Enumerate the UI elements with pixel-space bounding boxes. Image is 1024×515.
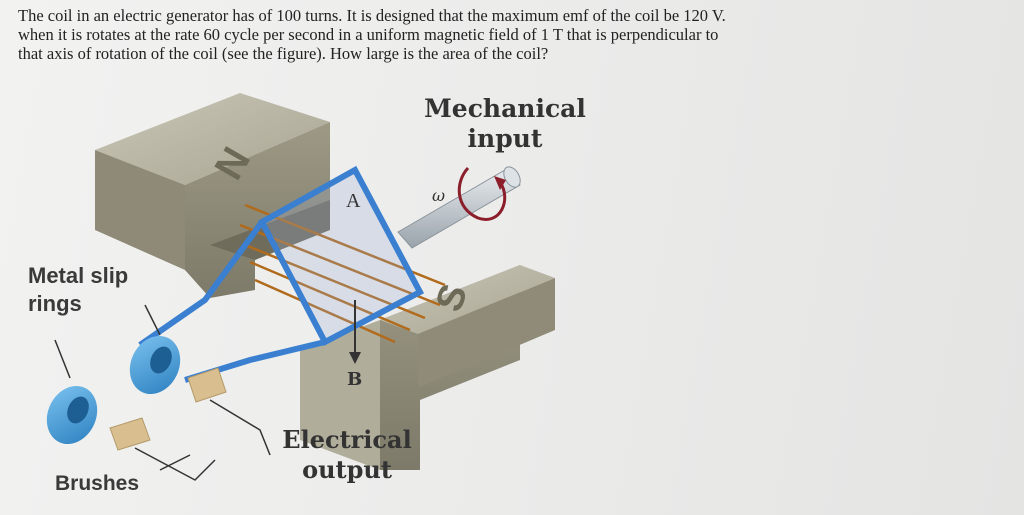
brushes-label: Brushes [55, 472, 140, 495]
electrical-output-line-2: output [302, 455, 392, 484]
mechanical-input-line-1: Mechanical [424, 94, 586, 123]
question-line-1: The coil in an electric generator has of… [18, 6, 726, 25]
shaft [397, 166, 521, 249]
coil-label: A [346, 190, 361, 212]
pointer-lines [54, 304, 191, 471]
question-line-3: that axis of rotation of the coil (see t… [18, 44, 549, 63]
question-text: The coil in an electric generator has of… [18, 6, 1008, 63]
omega-symbol: ω [432, 186, 445, 205]
brushes [109, 367, 271, 481]
electrical-output-line-1: Electrical [282, 425, 412, 454]
mechanical-input-line-2: input [467, 124, 543, 153]
metal-slip-rings-line-2: rings [28, 291, 82, 316]
field-b-label: B [347, 369, 362, 390]
mechanical-input-label: Mechanical input [415, 94, 595, 154]
metal-slip-rings-line-1: Metal slip [28, 263, 129, 288]
metal-slip-rings-label: Metal slip rings [28, 262, 128, 318]
electrical-output-label: Electrical output [272, 425, 422, 485]
field-b-arrow: B [347, 300, 362, 390]
question-line-2: when it is rotates at the rate 60 cycle … [18, 25, 719, 44]
rotation-arrow: ω [432, 166, 507, 221]
slip-rings [46, 335, 181, 445]
